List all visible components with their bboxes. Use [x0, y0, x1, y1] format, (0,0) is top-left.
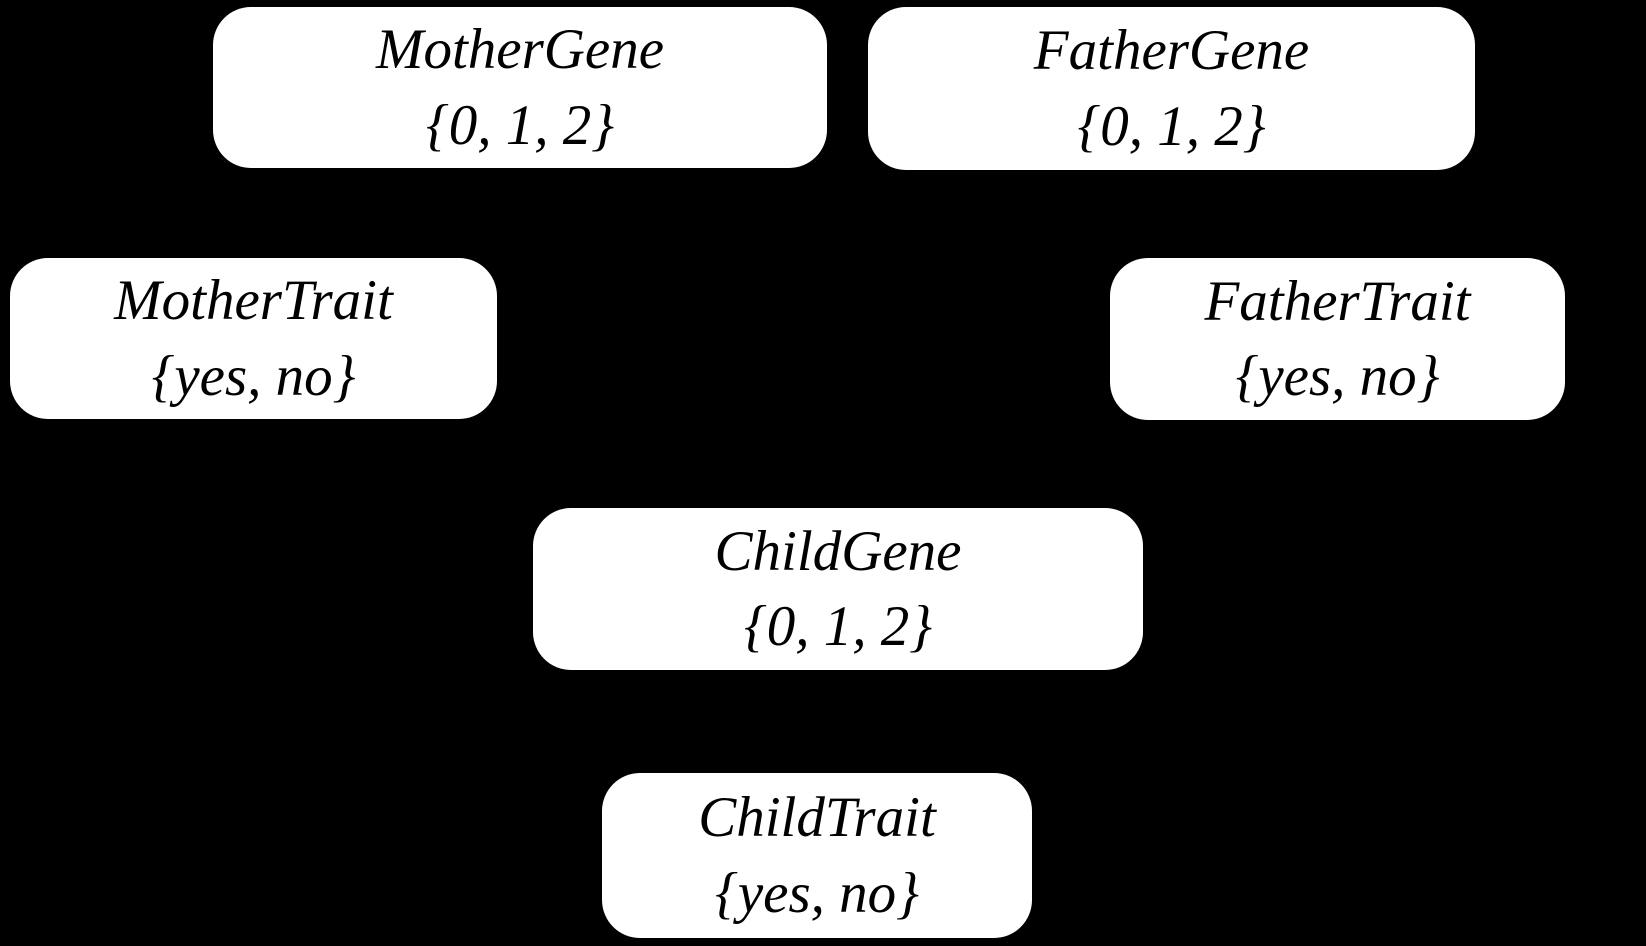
node-mother-trait: MotherTrait {yes, no} [10, 258, 497, 419]
node-father-trait-label: FatherTrait [1204, 269, 1471, 333]
node-child-trait-domain: {yes, no} [715, 861, 919, 925]
node-mother-gene-label: MotherGene [375, 18, 665, 82]
node-father-gene: FatherGene {0, 1, 2} [868, 7, 1475, 170]
node-father-gene-domain: {0, 1, 2} [1077, 94, 1266, 158]
node-mother-gene: MotherGene {0, 1, 2} [213, 7, 827, 168]
node-child-trait: ChildTrait {yes, no} [602, 773, 1032, 938]
node-mother-trait-label: MotherTrait [114, 269, 393, 333]
node-mother-trait-domain: {yes, no} [151, 344, 356, 408]
node-father-gene-label: FatherGene [1033, 19, 1310, 83]
node-child-trait-label: ChildTrait [698, 786, 936, 850]
node-father-trait-domain: {yes, no} [1235, 345, 1440, 408]
node-child-gene: ChildGene {0, 1, 2} [533, 508, 1143, 670]
node-father-trait: FatherTrait {yes, no} [1110, 258, 1565, 420]
node-mother-gene-domain: {0, 1, 2} [425, 93, 615, 157]
node-child-gene-label: ChildGene [714, 519, 962, 583]
node-child-gene-domain: {0, 1, 2} [743, 595, 933, 658]
